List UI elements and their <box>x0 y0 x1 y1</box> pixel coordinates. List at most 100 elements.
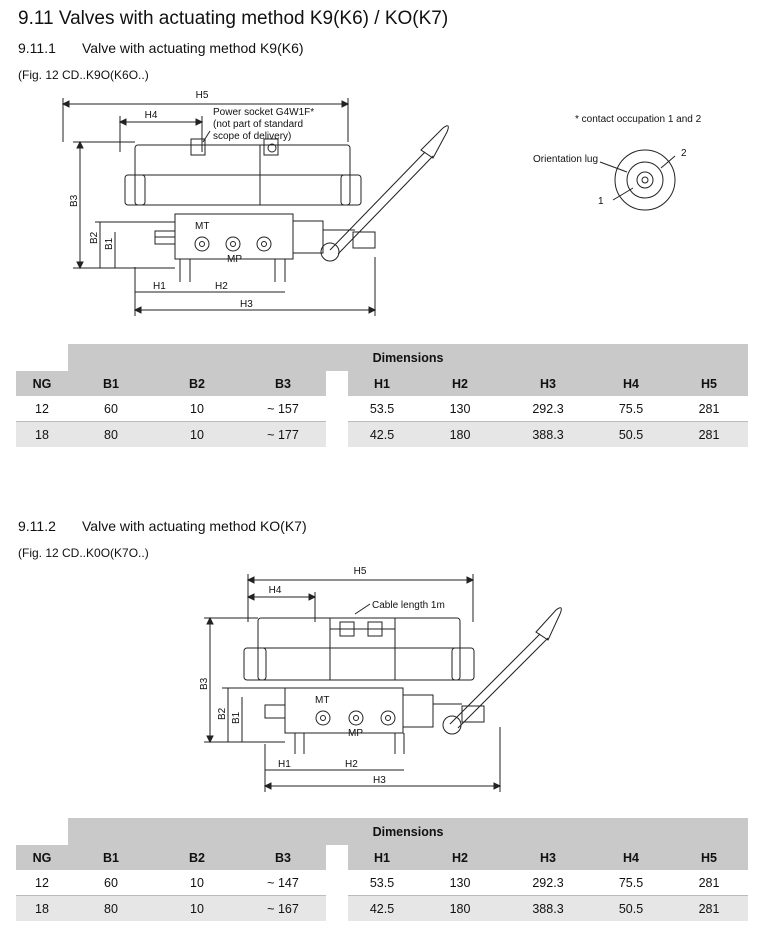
figure-caption: (Fig. 12 CD..K9O(K6O..) <box>18 68 149 82</box>
label-b1: B1 <box>231 711 242 724</box>
table-cell: 10 <box>154 870 240 896</box>
table-cell: 42.5 <box>348 421 416 447</box>
table-row: 12 60 10 ~ 147 53.5 130 292.3 75.5 281 <box>16 870 748 896</box>
pin-2-label: 2 <box>681 148 687 159</box>
col-header: H1 <box>374 376 390 391</box>
table-cell: 75.5 <box>592 396 670 422</box>
label-b2: B2 <box>217 707 228 720</box>
col-header: H2 <box>452 850 468 865</box>
table-cell: 292.3 <box>504 396 592 422</box>
table-cell: 281 <box>670 396 748 422</box>
section-title: Valve with actuating method K9(K6) <box>82 40 304 56</box>
label-h5: H5 <box>354 566 367 577</box>
table-cell: 10 <box>154 421 240 447</box>
section-heading: 9.11.2 Valve with actuating method KO(K7) <box>18 518 307 534</box>
table-cell: 10 <box>154 895 240 921</box>
table-cell: 388.3 <box>504 895 592 921</box>
table-cell: 292.3 <box>504 870 592 896</box>
label-h2: H2 <box>215 281 228 292</box>
label-mp: MP <box>227 254 242 265</box>
label-mt: MT <box>195 221 209 232</box>
section-number: 9.11.2 <box>18 518 56 534</box>
label-h4: H4 <box>269 585 282 596</box>
table-cell: 60 <box>68 396 154 422</box>
table-cell: 53.5 <box>348 870 416 896</box>
table-cell: 80 <box>68 421 154 447</box>
table-cell: 42.5 <box>348 895 416 921</box>
table-cell: 18 <box>16 895 68 921</box>
label-b1: B1 <box>104 237 115 250</box>
dimensions-table: Dimensions NG B1 B2 B3 H1 H2 H3 H4 H5 12… <box>16 344 748 447</box>
label-h1: H1 <box>153 281 166 292</box>
table-cell: ~ 157 <box>240 396 326 422</box>
col-header: H5 <box>701 850 717 865</box>
col-header: H1 <box>374 850 390 865</box>
label-h2: H2 <box>345 759 358 770</box>
table-cell: 281 <box>670 421 748 447</box>
table-cell: 50.5 <box>592 895 670 921</box>
col-header: B3 <box>275 376 291 391</box>
section-heading: 9.11.1 Valve with actuating method K9(K6) <box>18 40 304 56</box>
table-row: 12 60 10 ~ 157 53.5 130 292.3 75.5 281 <box>16 396 748 422</box>
label-mt: MT <box>315 695 329 706</box>
cable-note: Cable length 1m <box>372 600 445 611</box>
col-header: B1 <box>103 850 119 865</box>
label-h3: H3 <box>373 775 386 786</box>
page-title: 9.11 Valves with actuating method K9(K6)… <box>18 8 449 29</box>
col-header: H2 <box>452 376 468 391</box>
label-b3: B3 <box>69 194 80 207</box>
col-header: NG <box>32 850 52 865</box>
table-cell: ~ 147 <box>240 870 326 896</box>
col-header: H5 <box>701 376 717 391</box>
table-cell: 180 <box>416 895 504 921</box>
col-header: H3 <box>540 850 556 865</box>
col-header: H4 <box>623 850 639 865</box>
table-cell: 60 <box>68 870 154 896</box>
pin-1-label: 1 <box>598 196 604 207</box>
table-cell: 281 <box>670 870 748 896</box>
valve-drawing-k9: H5 H4 Power socket G4W1F* (not part of s… <box>61 90 702 316</box>
contact-note: * contact occupation 1 and 2 <box>575 114 702 125</box>
col-header: B2 <box>189 850 205 865</box>
table-cell: 80 <box>68 895 154 921</box>
table-cell: 12 <box>16 396 68 422</box>
table-cell: 388.3 <box>504 421 592 447</box>
table-cell: 53.5 <box>348 396 416 422</box>
section-title: Valve with actuating method KO(K7) <box>82 518 307 534</box>
section-number: 9.11.1 <box>18 40 56 56</box>
table-cell: 281 <box>670 895 748 921</box>
table-cell: 130 <box>416 396 504 422</box>
table-caption: Dimensions <box>68 344 748 371</box>
label-b2: B2 <box>89 231 100 244</box>
label-h4: H4 <box>145 110 158 121</box>
col-header: H3 <box>540 376 556 391</box>
col-header: NG <box>32 376 52 391</box>
label-h5: H5 <box>196 90 209 101</box>
table-cell: 50.5 <box>592 421 670 447</box>
callout-line-1: Power socket G4W1F* <box>213 107 314 118</box>
col-header: B1 <box>103 376 119 391</box>
table-cell: ~ 167 <box>240 895 326 921</box>
table-cell: 75.5 <box>592 870 670 896</box>
table-cell: ~ 177 <box>240 421 326 447</box>
col-header: B2 <box>189 376 205 391</box>
label-h3: H3 <box>240 299 253 310</box>
valve-drawing-k0: H5 H4 Cable length 1m MT MP B3 B2 B1 H1 … <box>199 566 562 792</box>
dimensions-table: Dimensions NG B1 B2 B3 H1 H2 H3 H4 H5 12… <box>16 818 748 921</box>
table-cell: 18 <box>16 421 68 447</box>
col-header: H4 <box>623 376 639 391</box>
table-cell: 10 <box>154 396 240 422</box>
label-h1: H1 <box>278 759 291 770</box>
table-row: 18 80 10 ~ 177 42.5 180 388.3 50.5 281 <box>16 421 748 447</box>
callout-line-3: scope of delivery) <box>213 131 291 142</box>
label-b3: B3 <box>199 677 210 690</box>
col-header: B3 <box>275 850 291 865</box>
table-caption: Dimensions <box>68 818 748 845</box>
callout-line-2: (not part of standard <box>213 119 303 130</box>
label-mp: MP <box>348 728 363 739</box>
table-row: 18 80 10 ~ 167 42.5 180 388.3 50.5 281 <box>16 895 748 921</box>
table-cell: 130 <box>416 870 504 896</box>
figure-caption: (Fig. 12 CD..K0O(K7O..) <box>18 546 149 560</box>
table-cell: 180 <box>416 421 504 447</box>
table-cell: 12 <box>16 870 68 896</box>
